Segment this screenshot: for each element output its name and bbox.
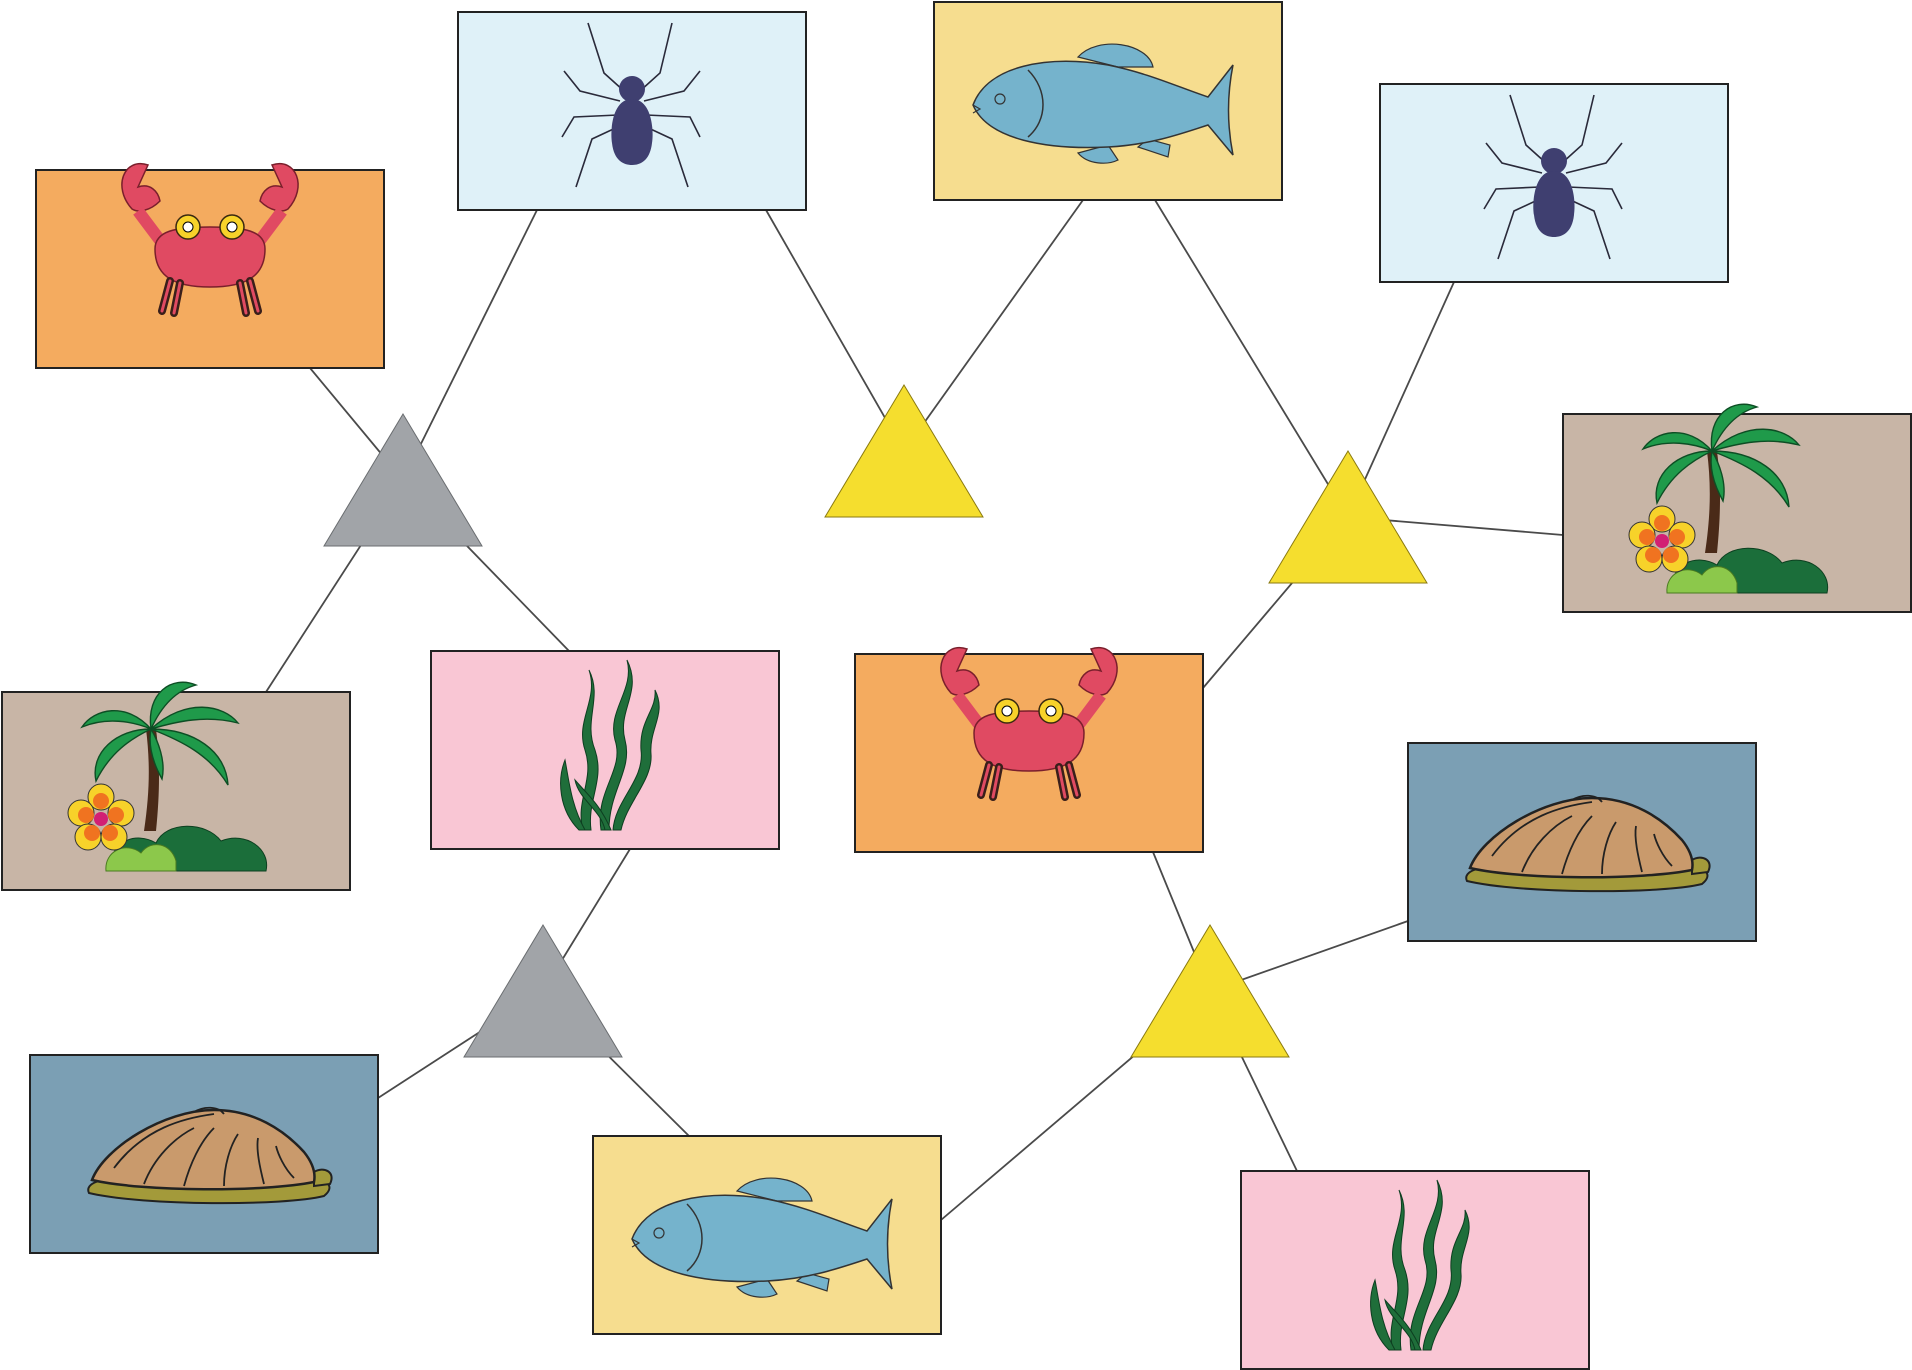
- connector-line: [1154, 199, 1349, 518]
- picture-card: [1379, 83, 1729, 283]
- picture-card: [430, 650, 780, 850]
- connector-line: [765, 209, 905, 452]
- picture-card: [592, 1135, 942, 1335]
- triangle-node: [323, 413, 483, 547]
- picture-card: [1562, 403, 1912, 613]
- triangle-node: [1268, 450, 1428, 584]
- picture-card: [1240, 1170, 1590, 1370]
- triangle-node: [1130, 924, 1290, 1058]
- picture-card: [1407, 742, 1757, 942]
- picture-card: [457, 11, 807, 211]
- picture-card: [35, 164, 385, 369]
- connector-line: [1347, 281, 1455, 518]
- picture-card: [854, 648, 1204, 853]
- picture-card: [29, 1054, 379, 1254]
- triangle-node: [824, 384, 984, 518]
- triangle-nodes: [323, 384, 1428, 1058]
- picture-card: [933, 1, 1283, 201]
- picture-card: [1, 681, 351, 891]
- connector-line: [402, 209, 538, 481]
- triangle-node: [463, 924, 623, 1058]
- card-background: [854, 653, 1204, 853]
- connector-line: [903, 199, 1084, 452]
